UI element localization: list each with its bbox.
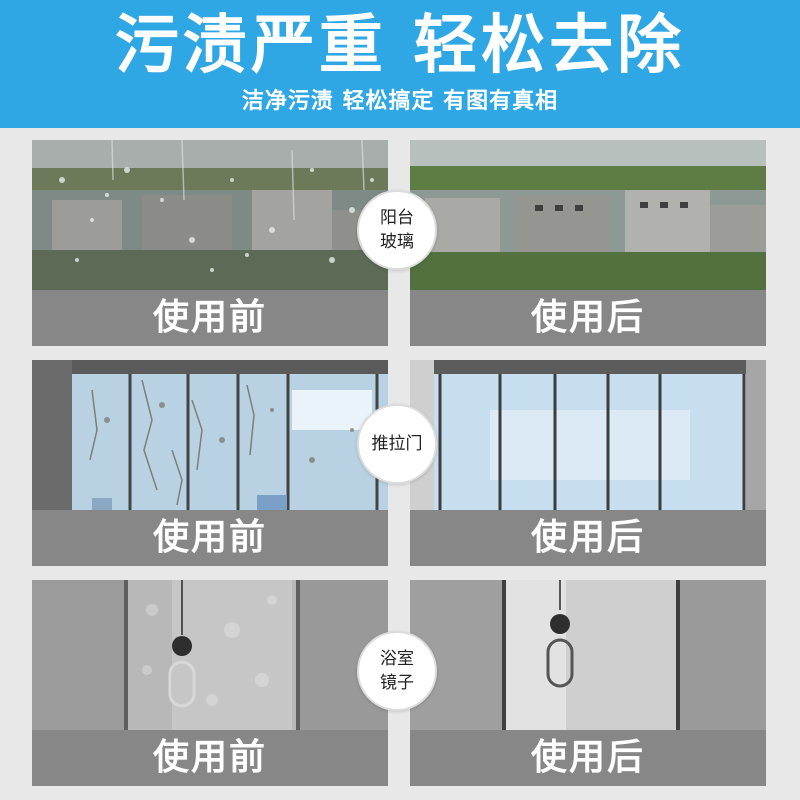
after-label: 使用后 — [410, 730, 766, 786]
scene-badge-bathroom-mirror: 浴室 镜子 — [357, 631, 437, 711]
before-panel-balcony: 使用前 — [32, 140, 388, 346]
scene-badge-line: 阳台 — [380, 208, 414, 228]
page-title: 污渍严重 轻松去除 — [114, 9, 686, 83]
scene-badge-line: 推拉门 — [371, 434, 423, 454]
before-label: 使用前 — [32, 730, 388, 786]
after-panel-bathroom-mirror: 使用后 — [410, 580, 766, 786]
scene-badge-sliding-door: 推拉门 — [357, 404, 437, 484]
scene-badge-line: 浴室 — [380, 649, 414, 669]
header-banner: 污渍严重 轻松去除 洁净污渍 轻松搞定 有图有真相 — [0, 0, 800, 128]
after-photo-bathroom-mirror — [410, 580, 766, 732]
page-subtitle: 洁净污渍 轻松搞定 有图有真相 — [241, 89, 559, 114]
scene-badge-line: 玻璃 — [380, 232, 414, 252]
after-panel-balcony: 使用后 — [410, 140, 766, 346]
before-panel-bathroom-mirror: 使用前 — [32, 580, 388, 786]
before-photo-balcony — [32, 140, 388, 290]
before-label: 使用前 — [32, 290, 388, 346]
after-photo-sliding-door — [410, 360, 766, 510]
before-panel-sliding-door: 使用前 — [32, 360, 388, 566]
before-label: 使用前 — [32, 510, 388, 566]
scene-badge-balcony: 阳台 玻璃 — [357, 190, 437, 270]
after-label: 使用后 — [410, 510, 766, 566]
before-photo-sliding-door — [32, 360, 388, 510]
after-photo-balcony — [410, 140, 766, 290]
after-label: 使用后 — [410, 290, 766, 346]
after-panel-sliding-door: 使用后 — [410, 360, 766, 566]
before-photo-bathroom-mirror — [32, 580, 388, 732]
scene-badge-line: 镜子 — [380, 673, 414, 693]
